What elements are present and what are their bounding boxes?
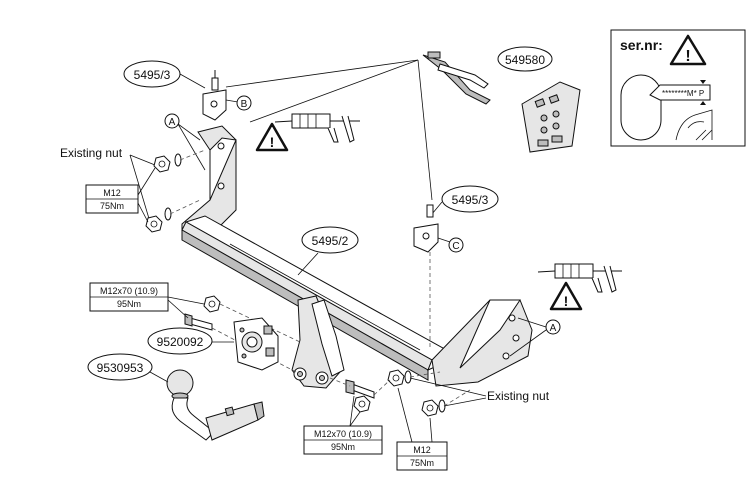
label-5495-2: 5495/2 (301, 226, 359, 254)
torque-box-left-nut: M12 75Nm (85, 184, 139, 214)
svg-text:C: C (452, 241, 459, 252)
svg-text:5495/2: 5495/2 (312, 234, 349, 248)
socket-plate-9520092 (233, 317, 279, 371)
right-nut-lower (421, 399, 446, 417)
svg-text:9520092: 9520092 (157, 335, 204, 349)
svg-text:75Nm: 75Nm (100, 201, 124, 211)
existing-nut-left-label: Existing nut (60, 146, 123, 160)
svg-text:!: ! (270, 134, 275, 150)
svg-text:549580: 549580 (505, 53, 545, 67)
bracket-c (413, 223, 439, 253)
lower-bolt-m12x70 (345, 379, 375, 413)
label-5495-3-right: 5495/3 (441, 185, 499, 213)
serial-number-inset: ser.nr: ! ********M* P (610, 29, 746, 147)
towball-neck-9530953 (166, 369, 265, 441)
svg-text:95Nm: 95Nm (117, 299, 141, 309)
svg-text:5495/3: 5495/3 (134, 68, 171, 82)
rivet-nut-top (211, 70, 219, 91)
torque-box-upper-bolt: M12x70 (10.9) 95Nm (89, 282, 169, 312)
svg-text:!: ! (685, 48, 690, 65)
label-549580: 549580 (497, 46, 553, 72)
bracket-b (202, 89, 227, 121)
rivet-nut-right (426, 204, 434, 218)
svg-text:5495/3: 5495/3 (452, 193, 489, 207)
svg-text:!: ! (564, 293, 569, 309)
warning-icon: ! (669, 34, 707, 66)
rivet-tool-icon (422, 51, 491, 105)
serial-title: ser.nr: (620, 37, 663, 53)
svg-text:A: A (550, 323, 557, 334)
serial-plate-text: ********M* P (662, 89, 704, 98)
left-nut-lower (145, 207, 172, 233)
svg-text:75Nm: 75Nm (410, 458, 434, 468)
svg-text:B: B (241, 99, 248, 110)
svg-text:A: A (169, 117, 176, 128)
torque-box-right-nut: M12 75Nm (396, 441, 448, 471)
label-5495-3-top: 5495/3 (123, 60, 181, 88)
right-nut-upper (387, 369, 412, 387)
upper-bolt-m12x70 (184, 295, 221, 331)
callout-b: B (236, 95, 252, 111)
svg-text:M12x70 (10.9): M12x70 (10.9) (314, 429, 372, 439)
svg-text:M12: M12 (103, 188, 121, 198)
label-9530953: 9530953 (87, 353, 153, 381)
callout-c: C (448, 237, 464, 253)
svg-text:95Nm: 95Nm (331, 442, 355, 452)
label-9520092: 9520092 (147, 327, 213, 355)
svg-text:M12x70 (10.9): M12x70 (10.9) (100, 286, 158, 296)
torque-box-lower-bolt: M12x70 (10.9) 95Nm (303, 425, 383, 455)
sealant-gun-right-icon (537, 263, 622, 293)
existing-nut-right-label: Existing nut (487, 389, 550, 403)
left-nut-upper (153, 153, 182, 173)
svg-text:M12: M12 (413, 445, 431, 455)
warning-icon-top: ! (255, 122, 289, 152)
electric-kit-549580 (521, 81, 581, 153)
svg-text:9530953: 9530953 (97, 361, 144, 375)
warning-icon-right: ! (549, 281, 583, 311)
callout-a-right: A (545, 319, 561, 335)
towball-mounting-bracket (291, 295, 345, 389)
callout-a-left: A (164, 113, 180, 129)
sealant-gun-top-icon (274, 113, 360, 143)
right-side-bracket (431, 299, 533, 387)
